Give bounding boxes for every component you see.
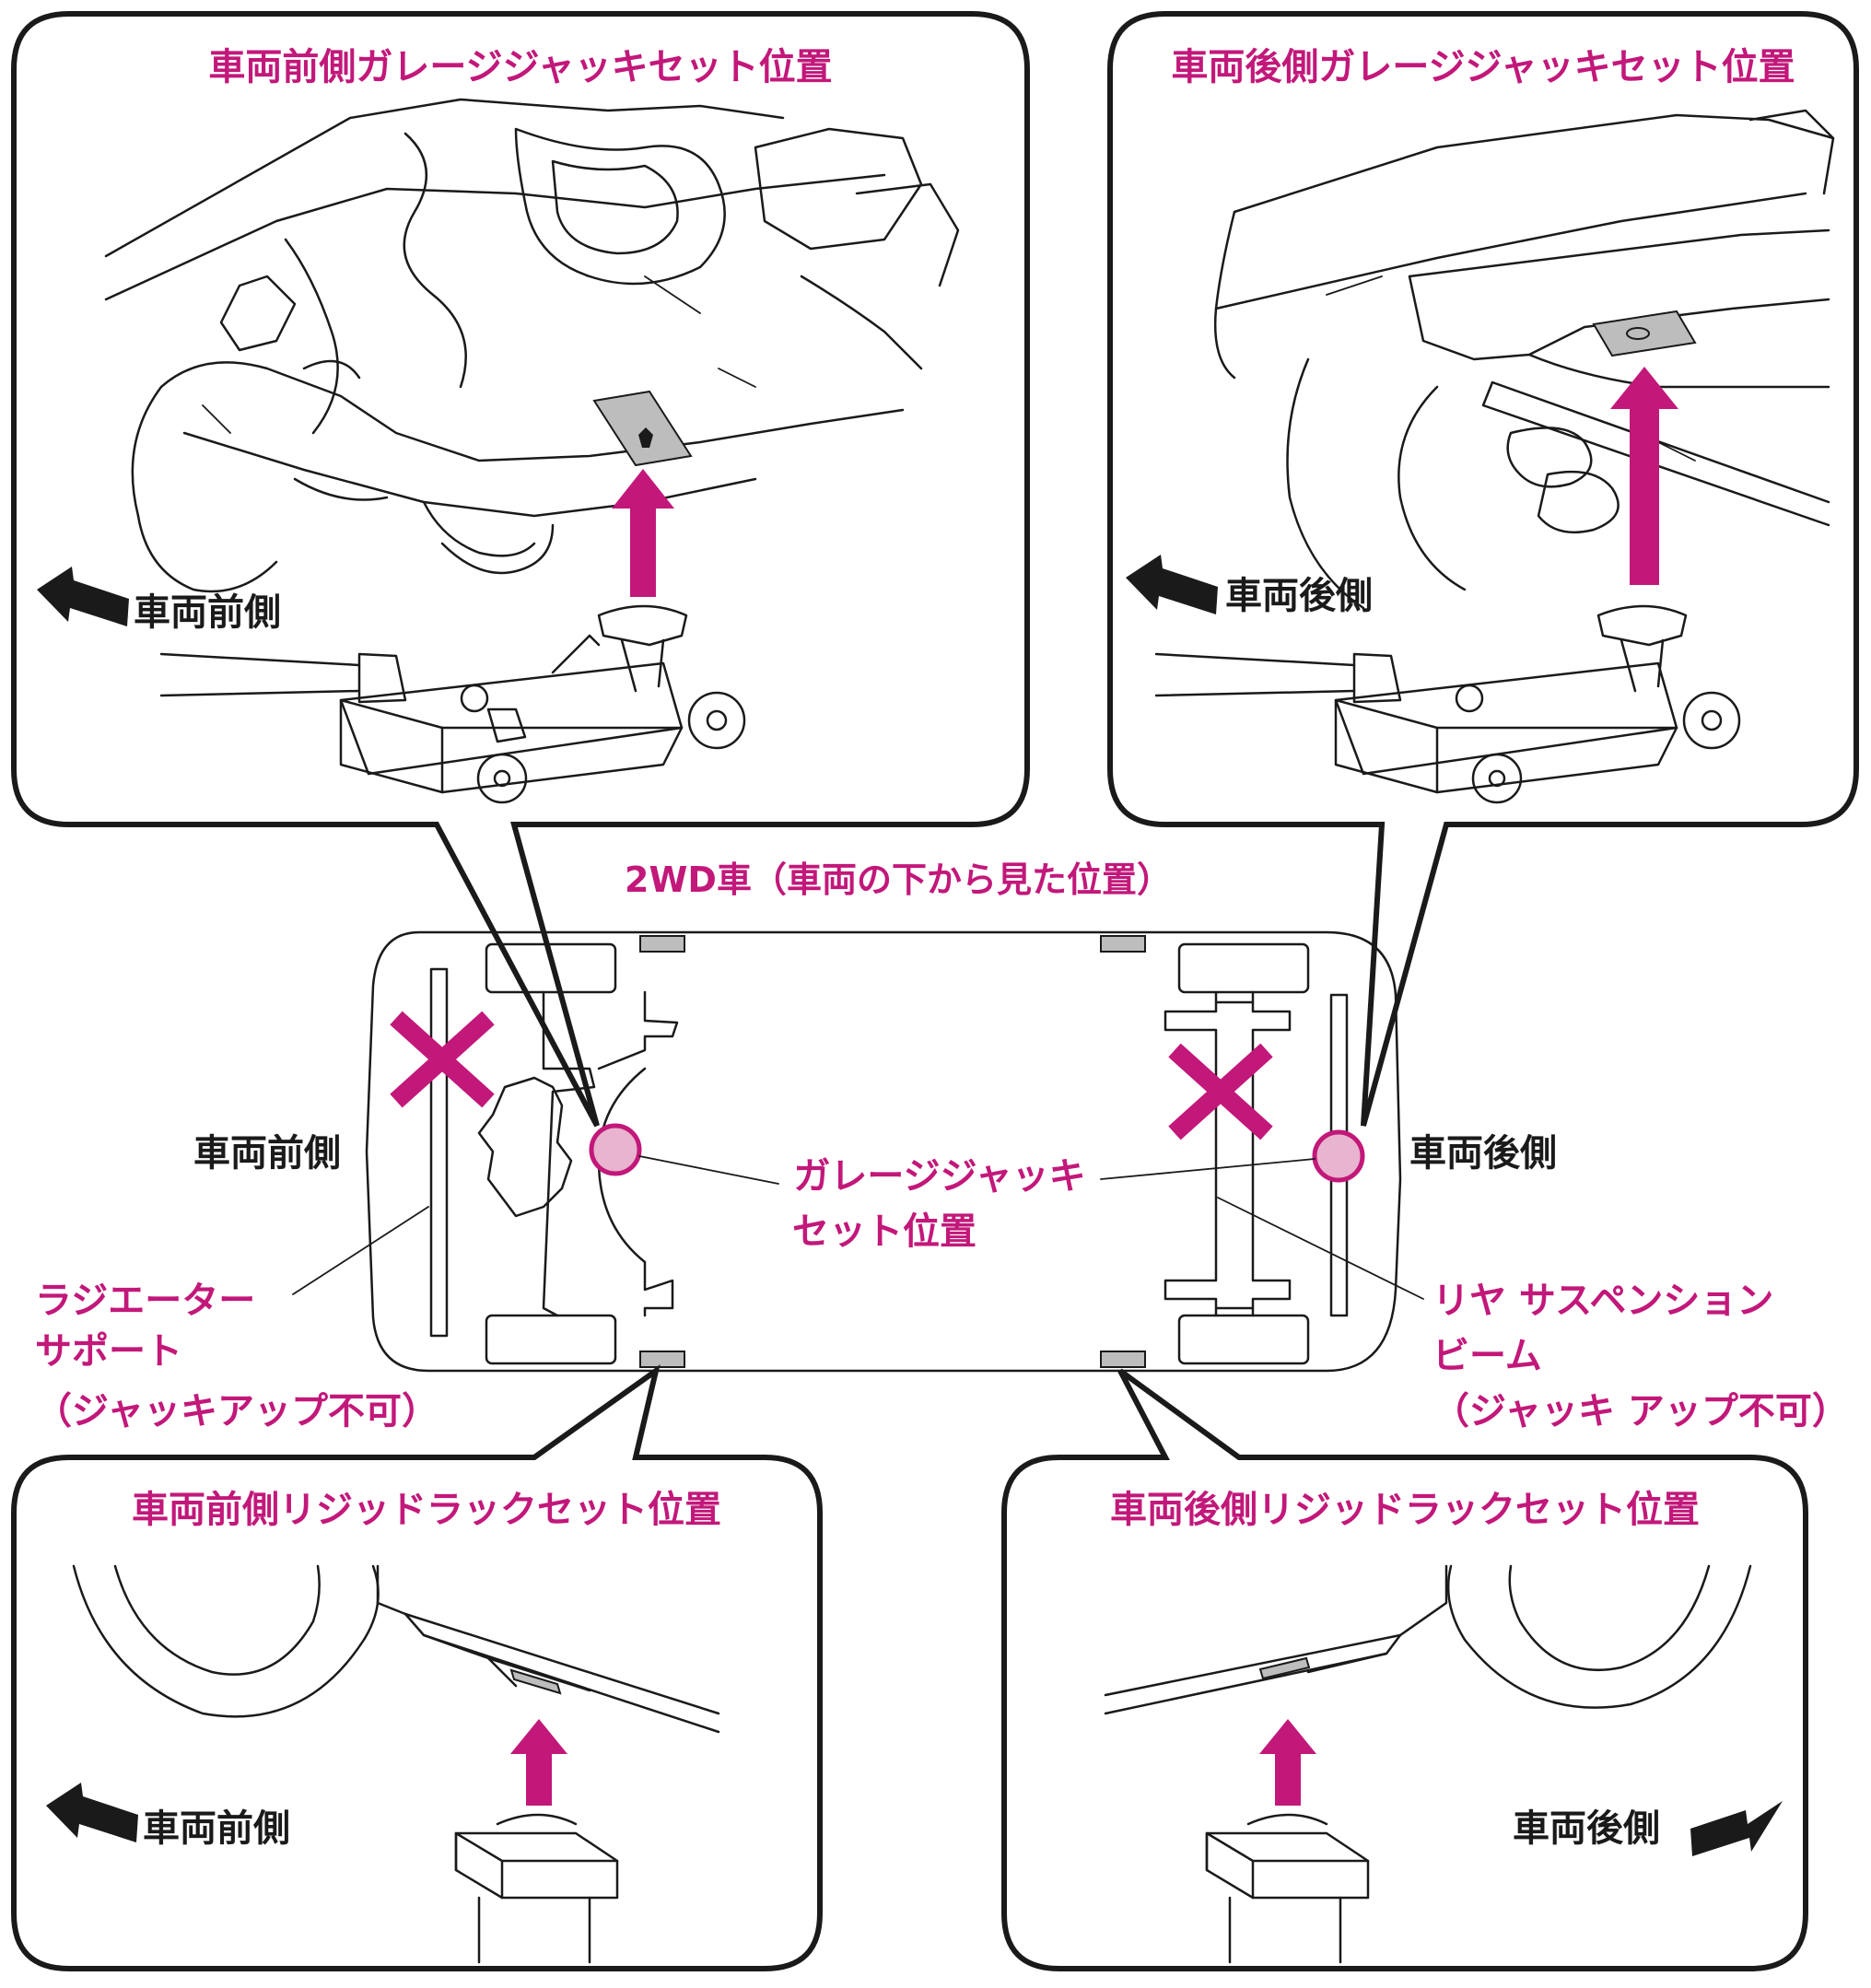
rear-tire-and-sill — [1104, 1564, 1752, 1715]
rigid-rack-icon — [454, 1813, 619, 1964]
engine-outline — [477, 1076, 573, 1218]
panel-front-garage-jack: 車両前側ガレージジャッキセット位置 — [11, 11, 1030, 1128]
front-garage-direction: 車両前側 — [134, 591, 281, 634]
rigid-rack-point-front-left — [639, 935, 685, 953]
rigid-rack-point-rear-right — [1100, 1351, 1146, 1368]
radiator-support — [429, 967, 449, 1338]
center-front-label: 車両前側 — [193, 1132, 341, 1175]
cross-mark-icon — [390, 1011, 495, 1108]
front-underbody-illustration — [104, 98, 960, 593]
rigid-rack-icon — [1205, 1813, 1370, 1964]
radiator-label-2: サポート — [35, 1330, 182, 1373]
arrow-left-icon — [37, 567, 129, 626]
rear-beam-label-3: （ジャッキ アップ不可） — [1432, 1390, 1849, 1433]
garage-jack-icon — [1154, 604, 1741, 804]
front-tire-and-sill — [72, 1564, 720, 1734]
front-subframe — [542, 990, 679, 1317]
panel-rear-garage-jack: 車両後側ガレージジャッキセット位置 — [1107, 11, 1859, 1127]
rear-right-wheel — [1177, 1314, 1310, 1365]
front-right-wheel — [485, 1314, 617, 1365]
arrow-up-icon — [1610, 367, 1678, 585]
front-garage-title: 車両前側ガレージジャッキセット位置 — [208, 46, 832, 88]
leader-line-front-jack — [638, 1155, 779, 1185]
jack-point-label-2: セット位置 — [792, 1210, 976, 1253]
garage-jack-icon — [159, 604, 746, 804]
rear-suspension-beam — [1164, 990, 1292, 1317]
vehicle-underside-2wd: 2WD車（車両の下から見た位置） — [35, 860, 1849, 1433]
radiator-label-1: ラジエーター — [35, 1280, 255, 1322]
leader-line-rear-jack — [1100, 1158, 1316, 1180]
rigid-rack-point-front-right — [639, 1351, 685, 1368]
leader-line-radiator — [292, 1206, 429, 1295]
panel-rear-rigid-rack: 車両後側リジッドラックセット位置 車両後側 — [1001, 1368, 1808, 1971]
rigid-rack-point-rear-left — [1100, 935, 1146, 953]
center-title: 2WD車（車両の下から見た位置） — [625, 860, 1172, 900]
rear-garage-direction: 車両後側 — [1225, 575, 1373, 617]
rear-rigid-direction: 車両後側 — [1513, 1807, 1660, 1850]
arrow-right-icon — [1690, 1801, 1783, 1856]
cross-mark-icon — [1168, 1043, 1273, 1140]
front-rigid-title: 車両前側リジッドラックセット位置 — [132, 1489, 721, 1531]
jack-point-marker-icon — [589, 1123, 642, 1176]
arrow-up-icon — [510, 1719, 567, 1806]
rear-left-wheel — [1177, 942, 1310, 994]
callout-frame-rear-garage — [1107, 11, 1859, 1127]
jack-point-label-1: ガレージジャッキ — [793, 1155, 1085, 1198]
center-rear-label: 車両後側 — [1409, 1132, 1557, 1175]
arrow-left-icon — [1126, 555, 1218, 614]
jack-point-marker-icon — [1312, 1129, 1365, 1183]
vehicle-body-outline — [365, 930, 1402, 1373]
arrow-left-icon — [46, 1783, 138, 1842]
front-left-wheel — [485, 942, 617, 994]
rear-underbody-illustration — [1213, 109, 1835, 610]
rear-rigid-title: 車両後側リジッドラックセット位置 — [1110, 1489, 1700, 1531]
front-rigid-direction: 車両前側 — [143, 1807, 290, 1850]
leader-line-rear-beam — [1217, 1197, 1424, 1300]
callout-frame-rear-rigid — [1001, 1368, 1808, 1971]
callout-frame-front-rigid — [11, 1363, 823, 1971]
arrow-up-icon — [1259, 1719, 1316, 1806]
arrow-up-icon — [612, 469, 674, 597]
rear-beam-label-2: ビーム — [1432, 1335, 1542, 1377]
rear-garage-title: 車両後側ガレージジャッキセット位置 — [1171, 46, 1795, 88]
panel-front-rigid-rack: 車両前側リジッドラックセット位置 車両前側 — [11, 1363, 823, 1971]
radiator-label-3: （ジャッキアップ不可） — [35, 1390, 439, 1433]
front-jack-point-mark-icon — [638, 427, 653, 448]
rear-beam-label-1: リヤ サスペンション — [1432, 1280, 1773, 1322]
